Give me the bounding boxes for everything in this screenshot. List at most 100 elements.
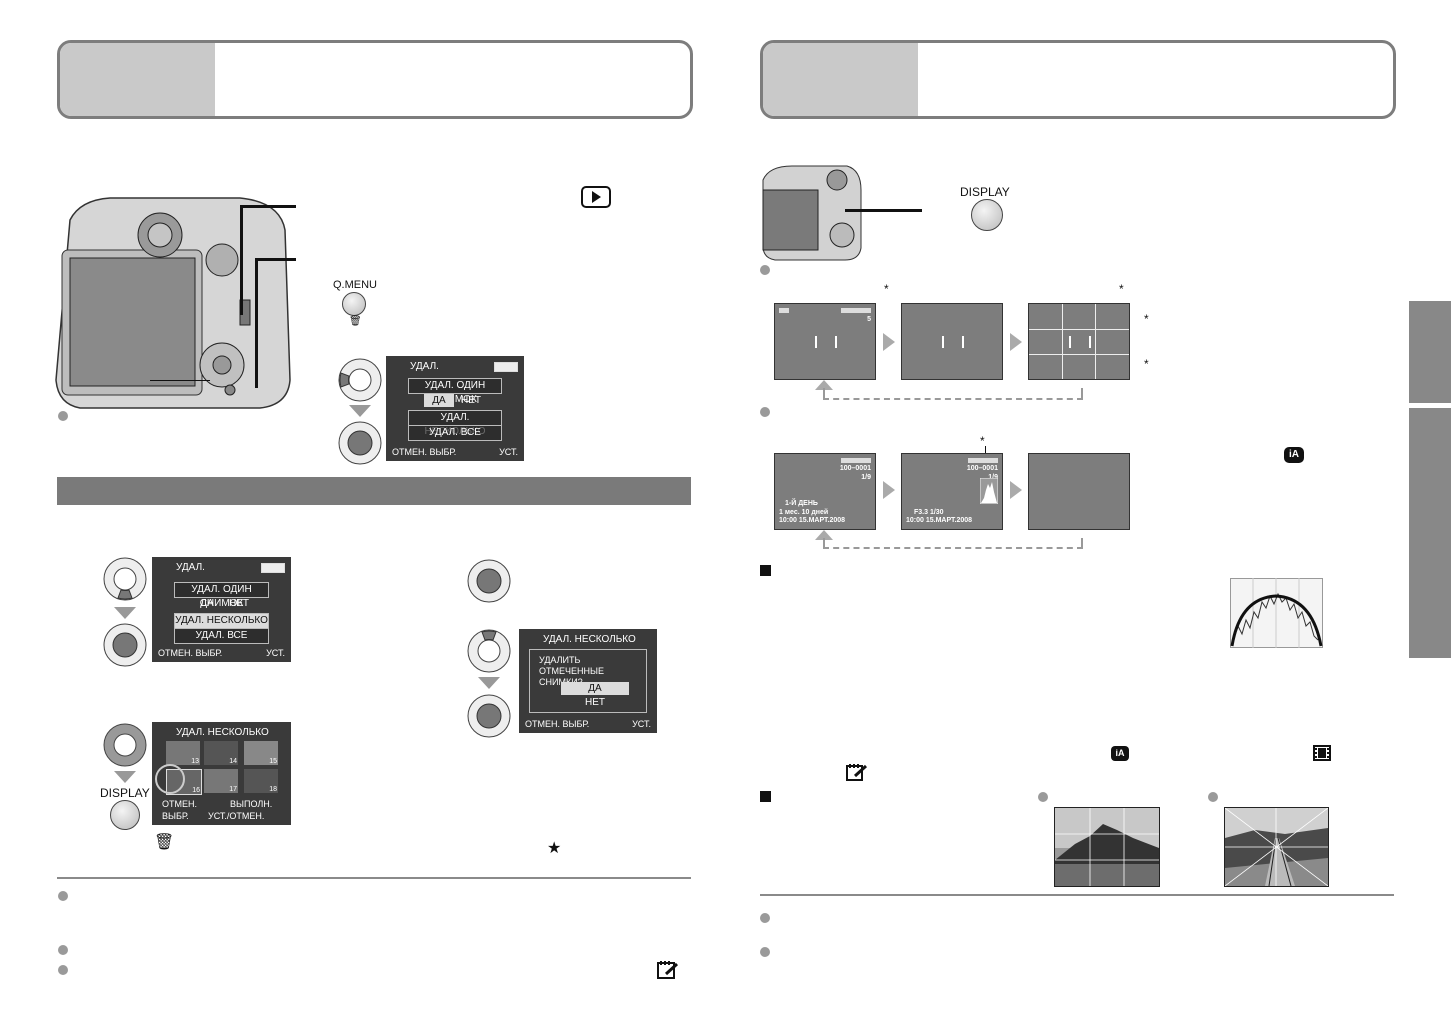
lcd4-footer-left: ОТМЕН.	[525, 719, 560, 729]
display-button-right[interactable]	[971, 199, 1003, 231]
display-button-left[interactable]	[110, 800, 140, 830]
lcd1-footer: ОТМЕН. ВЫБР. УСТ.	[392, 447, 518, 457]
arrow-up-1	[815, 380, 833, 390]
lcd4-question: УДАЛИТЬ ОТМЕЧЕННЫЕ СНИМКИ?	[539, 655, 604, 687]
nav-pad-left-press[interactable]	[337, 357, 383, 403]
thumb-2[interactable]: 14	[204, 741, 238, 765]
rec-screen-grid	[1028, 303, 1130, 380]
thumb-3[interactable]: 15	[244, 741, 278, 765]
callout-line-1	[240, 205, 296, 208]
lcd2-option1[interactable]: УДАЛ. ОДИН СНИМОК	[174, 582, 269, 609]
ia-icon-2: iA	[1111, 746, 1129, 761]
lcd2-footer-left: ОТМЕН.	[158, 648, 193, 658]
lcd2-footer: ОТМЕН. ВЫБР. УСТ.	[158, 648, 285, 658]
lcd3-footer-l2: ВЫБР.	[162, 811, 189, 821]
bullet-right-1	[760, 265, 770, 275]
play1-day: 1-Й ДЕНЬ	[785, 500, 818, 507]
callout-line-3	[150, 380, 210, 381]
nav-pad-center-press-2[interactable]	[102, 622, 148, 668]
left-title-tab	[60, 43, 215, 116]
lcd3-footer-r1: ВЫПОЛН.	[230, 799, 273, 809]
thumb-1[interactable]: 13	[166, 741, 200, 765]
af-frame-3	[1069, 336, 1091, 348]
nav-pad-center-press-3[interactable]	[466, 558, 512, 604]
lcd4-yes[interactable]: ДА	[561, 682, 629, 695]
lcd2-no[interactable]: НЕТ	[229, 598, 249, 609]
callout-line-display	[845, 209, 922, 212]
qmenu-button[interactable]	[342, 292, 366, 316]
arrow-right-4	[1010, 481, 1022, 499]
landscape-photo-grid	[1054, 807, 1160, 887]
lcd1-footer-right: УСТ.	[499, 447, 518, 457]
left-section-bar	[57, 477, 691, 505]
right-title-tab	[763, 43, 918, 116]
lcd1-option2[interactable]: УДАЛ. НЕСКОЛЬКО	[408, 410, 502, 437]
battery-icon-2	[261, 563, 285, 573]
grid-v2	[1095, 304, 1096, 379]
battery-icon	[494, 362, 518, 372]
callout-line-1v	[240, 205, 243, 315]
camera-top-illustration	[762, 165, 862, 261]
rec-count: 5	[867, 316, 871, 323]
ia-icon: iA	[1284, 447, 1304, 463]
af-frame	[815, 336, 837, 348]
grid-h2	[1029, 354, 1129, 355]
nav-pad-center-press-4[interactable]	[466, 693, 512, 739]
lcd1-no[interactable]: НЕТ	[461, 395, 481, 406]
play1-age: 1 мес. 10 дней	[779, 509, 829, 516]
side-tab-1	[1409, 301, 1451, 403]
bullet-right-6	[760, 947, 770, 957]
arrow-down-3	[114, 771, 136, 783]
asterisk-4: *	[1144, 357, 1149, 371]
thumb-5[interactable]: 17	[204, 769, 238, 793]
left-title-box	[57, 40, 693, 119]
film-icon	[1313, 745, 1331, 761]
play1-frame: 1/9	[861, 474, 871, 481]
play1-datetime: 10:00 15.МАРТ.2008	[779, 517, 846, 524]
histogram-illustration	[1230, 578, 1323, 648]
arrow-right-1	[883, 333, 895, 351]
nav-pad-down-press[interactable]	[102, 556, 148, 602]
lcd2-option2[interactable]: УДАЛ. НЕСКОЛЬКО	[174, 613, 269, 629]
cycle-line-2	[823, 538, 1083, 549]
lcd1-footer-left: ОТМЕН.	[392, 447, 427, 457]
lcd1-option1[interactable]: УДАЛ. ОДИН СНИМОК	[408, 378, 502, 405]
bullet-left-4	[58, 965, 68, 975]
rec-icons-top	[779, 308, 789, 313]
grid-v1	[1062, 304, 1063, 379]
play-screen-blank	[1028, 453, 1130, 530]
asterisk-2: *	[1119, 282, 1124, 296]
lcd4-title: УДАЛ. НЕСКОЛЬКО	[543, 634, 636, 645]
nav-pad-center-press[interactable]	[337, 420, 383, 466]
lcd1-yes[interactable]: ДА	[424, 394, 454, 407]
nav-pad-up-press[interactable]	[466, 628, 512, 674]
grid-h1	[1029, 329, 1129, 330]
cycle-line-1	[823, 388, 1083, 400]
play-screen-info: 100–0001 1/9 1-Й ДЕНЬ 1 мес. 10 дней 10:…	[774, 453, 876, 530]
qmenu-label: Q.MENU	[333, 279, 377, 291]
lcd2-yes[interactable]: ДА	[200, 598, 214, 609]
rec-screen-no-info	[901, 303, 1003, 380]
clipboard-icon-left	[657, 961, 679, 979]
nav-pad-all-directions[interactable]	[102, 722, 148, 768]
rec-icons-top-right	[841, 308, 871, 313]
play2-icons-top	[968, 458, 998, 463]
right-title-box	[760, 40, 1396, 119]
display-label-left: DISPLAY	[100, 786, 150, 800]
lcd4-no[interactable]: НЕТ	[585, 697, 605, 708]
lcd2-footer-right: УСТ.	[266, 648, 285, 658]
lcd2-option3[interactable]: УДАЛ. ВСЕ	[174, 628, 269, 644]
arrow-right-2	[1010, 333, 1022, 351]
lcd4-footer: ОТМЕН. ВЫБР. УСТ.	[525, 719, 651, 729]
bullet-right-4	[1208, 792, 1218, 802]
bullet-left-3	[58, 945, 68, 955]
side-tab-2	[1409, 408, 1451, 658]
lcd2-footer-mid: ВЫБР.	[195, 648, 223, 658]
af-frame-2	[942, 336, 964, 348]
lcd2-title: УДАЛ.	[176, 562, 205, 573]
thumb-6[interactable]: 18	[244, 769, 278, 793]
lcd3-footer-r2: УСТ./ОТМЕН.	[208, 811, 265, 821]
left-bottom-rule	[57, 877, 691, 879]
lcd1-option3[interactable]: УДАЛ. ВСЕ	[408, 425, 502, 441]
section-marker-guide	[760, 791, 771, 802]
